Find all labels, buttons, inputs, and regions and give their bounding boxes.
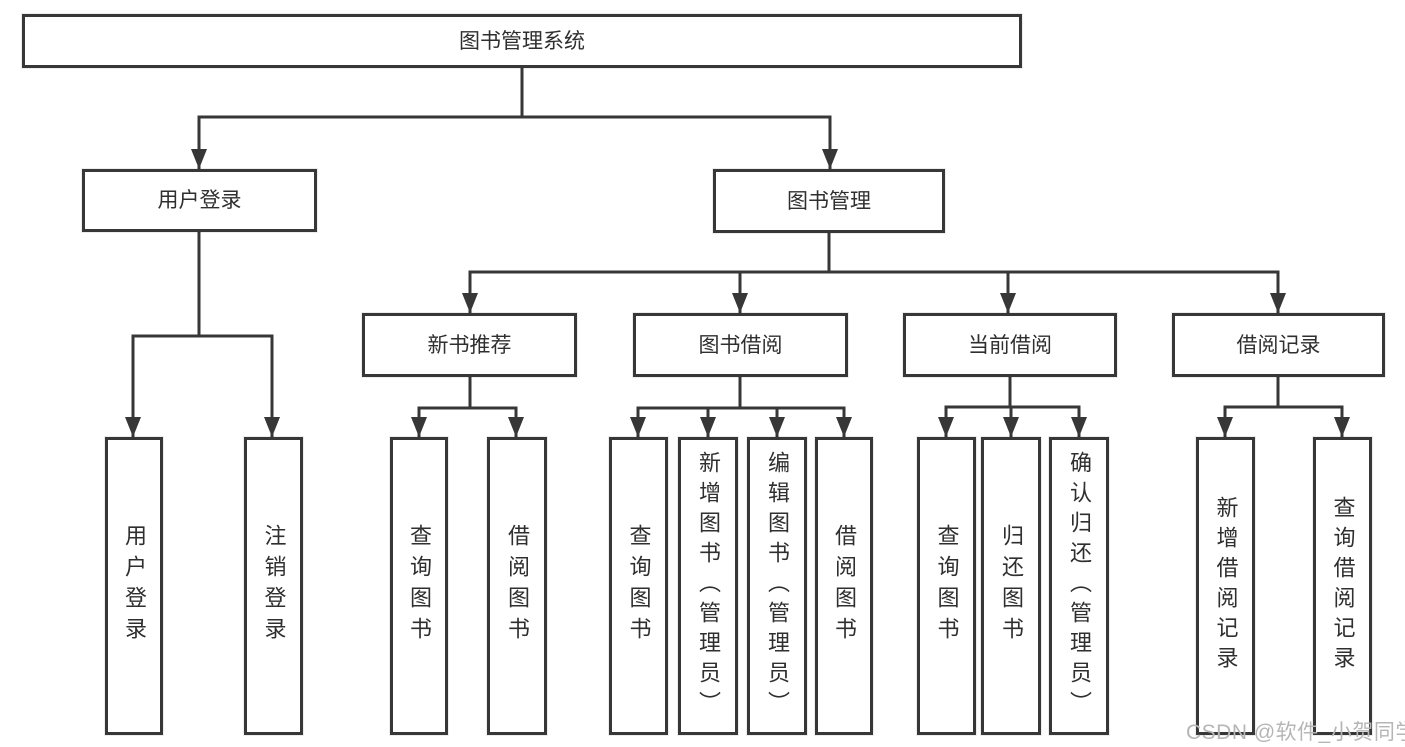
leaf-borrow-books: 借阅图书 <box>815 437 873 735</box>
node-book-borrowing: 图书借阅 <box>633 313 848 377</box>
leaf-label: 归还图书 <box>999 524 1024 648</box>
leaf-label: 编辑图书（管理员） <box>765 451 790 721</box>
leaf-label: 新增借阅记录 <box>1213 496 1239 676</box>
csdn-watermark: CSDN @软件_小贺同学 <box>1186 721 1405 744</box>
leaf-borrow-books-rec: 借阅图书 <box>487 437 547 735</box>
node-label: 图书借阅 <box>698 333 783 357</box>
leaf-label: 查询图书 <box>407 524 432 648</box>
leaf-query-books-current: 查询图书 <box>917 437 976 735</box>
node-root-system: 图书管理系统 <box>22 14 1022 68</box>
leaf-add-books-admin: 新增图书（管理员） <box>678 437 738 735</box>
leaf-label: 用户登录 <box>122 524 147 648</box>
node-borrow-records: 借阅记录 <box>1172 313 1385 377</box>
leaf-return-books: 归还图书 <box>981 437 1041 735</box>
node-label: 图书管理 <box>787 189 871 213</box>
leaf-label: 新增图书（管理员） <box>696 451 721 721</box>
leaf-label: 确认归还（管理员） <box>1067 451 1092 721</box>
leaf-label: 注销登录 <box>261 524 287 648</box>
node-book-management: 图书管理 <box>713 169 945 233</box>
node-label: 图书管理系统 <box>459 29 585 53</box>
node-current-borrowing: 当前借阅 <box>903 313 1117 377</box>
node-label: 新书推荐 <box>427 333 512 357</box>
leaf-label: 查询借阅记录 <box>1330 496 1356 676</box>
leaf-label: 借阅图书 <box>505 524 530 648</box>
node-new-book-recommendation: 新书推荐 <box>362 313 577 377</box>
leaf-label: 查询图书 <box>626 524 652 648</box>
leaf-query-books-rec: 查询图书 <box>390 437 448 735</box>
leaf-add-borrow-record: 新增借阅记录 <box>1196 437 1255 735</box>
node-label: 借阅记录 <box>1236 333 1321 357</box>
leaf-query-books-borrow: 查询图书 <box>609 437 668 735</box>
leaf-label: 借阅图书 <box>832 524 857 648</box>
leaf-edit-books-admin: 编辑图书（管理员） <box>747 437 807 735</box>
leaf-query-borrow-record: 查询借阅记录 <box>1313 437 1372 735</box>
leaf-label: 查询图书 <box>934 524 960 648</box>
node-label: 当前借阅 <box>968 333 1052 357</box>
node-user-login: 用户登录 <box>82 169 317 232</box>
leaf-logout: 注销登录 <box>244 437 303 735</box>
node-label: 用户登录 <box>157 189 242 212</box>
leaf-user-login: 用户登录 <box>105 437 163 735</box>
leaf-confirm-return-admin: 确认归还（管理员） <box>1049 437 1109 735</box>
